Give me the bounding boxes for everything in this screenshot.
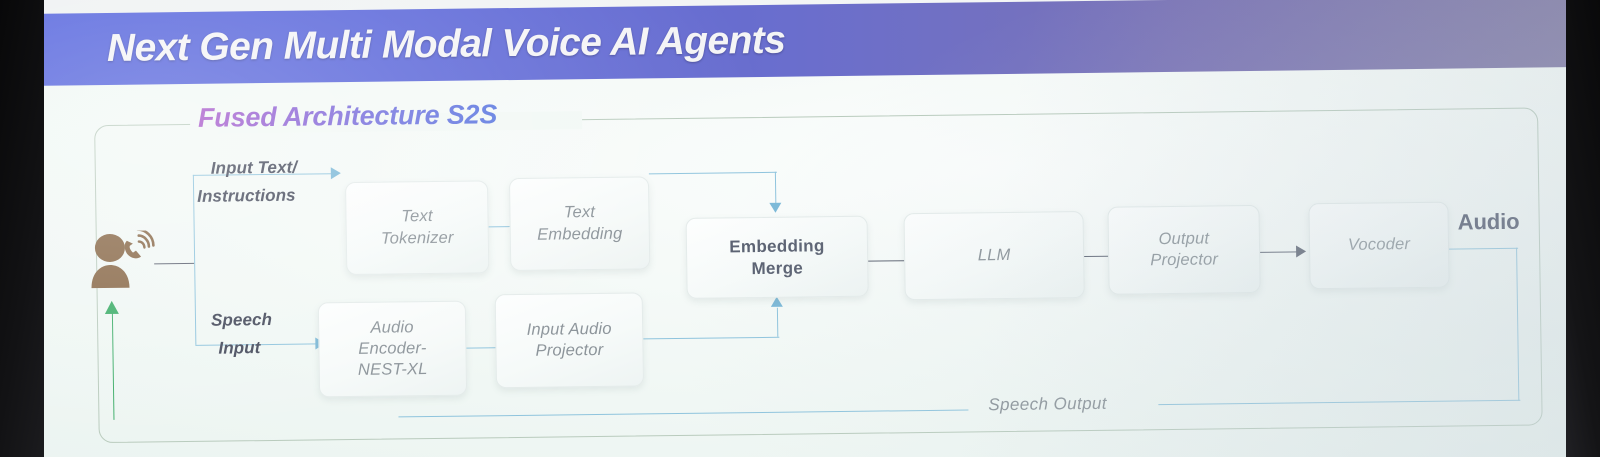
section-title: Fused Architecture S2S xyxy=(197,99,498,133)
slide-surface: Next Gen Multi Modal Voice AI Agents Fus… xyxy=(22,0,1600,457)
node-vocoder-label: Vocoder xyxy=(1347,235,1411,255)
arrow-into-merge-top-icon xyxy=(769,202,782,213)
arrow-to-tokenizer-icon xyxy=(330,167,341,180)
screen-bezel-left xyxy=(0,0,44,457)
instructions-label: Instructions xyxy=(197,185,296,206)
speech-input-label-line1: Speech xyxy=(210,309,273,330)
arrow-feedback-to-actor-icon xyxy=(104,300,119,315)
input-text-label: Input Text/ xyxy=(210,157,298,178)
node-vocoder[interactable]: Vocoder xyxy=(1308,201,1450,290)
slide-title-banner: Next Gen Multi Modal Voice AI Agents xyxy=(22,0,1600,86)
node-llm[interactable]: LLM xyxy=(903,211,1085,301)
node-llm-label: LLM xyxy=(977,245,1011,265)
speech-input-label-line2: Input xyxy=(218,338,261,358)
person-on-phone-icon xyxy=(86,228,159,296)
screen-bezel-right xyxy=(1566,0,1600,457)
speech-output-label: Speech Output xyxy=(988,393,1108,415)
audio-output-label: Audio xyxy=(1457,208,1520,235)
arrow-to-vocoder-icon xyxy=(1296,245,1307,258)
page-title: Next Gen Multi Modal Voice AI Agents xyxy=(106,18,786,70)
projected-slide: Next Gen Multi Modal Voice AI Agents Fus… xyxy=(22,0,1600,457)
arrow-into-merge-bottom-icon xyxy=(770,296,783,307)
